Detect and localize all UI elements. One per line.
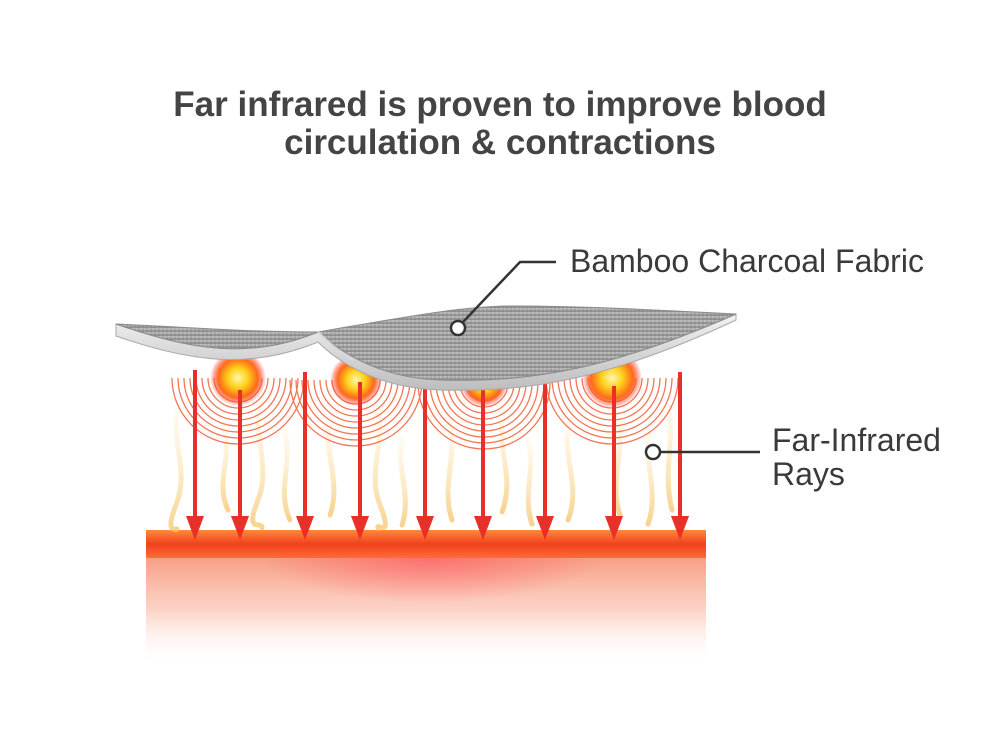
bamboo-charcoal-fabric (115, 305, 737, 391)
infrared-arrow-head (536, 516, 554, 540)
emission-ring (325, 379, 387, 411)
rays-label-line-2: Rays (772, 456, 845, 492)
infrared-arrow-head (416, 516, 434, 540)
infrared-arrow-head (231, 516, 249, 540)
infrared-arrow-head (605, 516, 623, 540)
callout-fabric (449, 260, 556, 337)
emission-ring (307, 379, 405, 429)
fabric-label: Bamboo Charcoal Fabric (570, 243, 924, 279)
emission-ring (301, 379, 411, 435)
title-line-2: circulation & contractions (284, 123, 716, 162)
emission-source (210, 350, 266, 406)
title-line-1: Far infrared is proven to improve blood (173, 85, 827, 124)
diagram-title: Far infrared is proven to improve blood … (0, 86, 1000, 162)
rays-label-line-1: Far-Infrared (772, 422, 941, 458)
infrared-arrow-head (474, 516, 492, 540)
callout-marker (449, 319, 467, 337)
infrared-arrow-head (671, 516, 689, 540)
emission-ring (295, 379, 417, 441)
infrared-arrow-head (351, 516, 369, 540)
callout-rays (644, 443, 760, 461)
infrared-arrows (186, 370, 689, 540)
emission-ring (319, 379, 393, 417)
rays-label: Far-Infrared Rays (772, 423, 941, 491)
emission-ring (313, 379, 399, 423)
emission-ring (289, 379, 423, 447)
infrared-arrow-head (186, 516, 204, 540)
skin-layer (146, 530, 706, 666)
infrared-arrow-head (296, 516, 314, 540)
callout-marker (644, 443, 662, 461)
